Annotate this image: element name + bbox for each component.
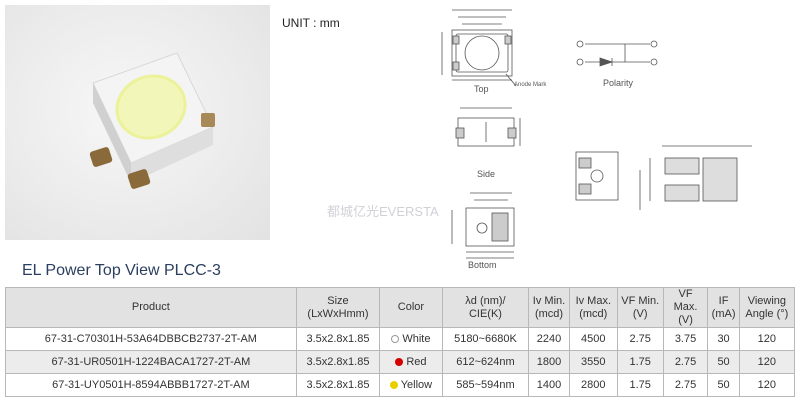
cell-product: 67-31-UR0501H-1224BACA1727-2T-AM (5, 350, 297, 374)
header-product: Product (5, 287, 297, 328)
red-dot-icon (395, 358, 404, 366)
cell-product: 67-31-C70301H-53A64DBBCB2737-2T-AM (5, 327, 297, 351)
led-package-image (89, 52, 215, 189)
cell-iv-min: 1800 (528, 350, 570, 374)
header-size: Size(LxWxHmm) (295, 287, 381, 328)
cell-if: 50 (707, 373, 740, 397)
cell-vf-max: 2.75 (662, 350, 709, 374)
cell-viewing-angle: 120 (738, 373, 796, 397)
cell-iv-max: 3550 (568, 350, 618, 374)
cell-viewing-angle: 120 (738, 350, 796, 374)
page-title: EL Power Top View PLCC-3 (22, 262, 221, 279)
white-dot-icon (391, 335, 400, 343)
bottom-view-drawing (451, 192, 515, 259)
dimension-drawings: Top Anode Mark Polarity Side (441, 9, 752, 270)
cell-vf-min: 2.75 (616, 327, 664, 351)
pad-layout-drawing (575, 145, 752, 210)
cell-vf-max: 2.75 (662, 373, 709, 397)
side-label: Side (477, 169, 495, 179)
cell-color: Yellow (379, 373, 443, 397)
header-vf-min: VF Min.(V) (616, 287, 664, 328)
cell-if: 50 (707, 350, 740, 374)
unit-label: UNIT : mm (282, 16, 340, 30)
header-color: Color (379, 287, 443, 328)
product-photo (5, 5, 270, 240)
yellow-dot-icon (389, 381, 398, 389)
spec-table: Product Size(LxWxHmm) Color λd (nm)/CIE(… (5, 287, 796, 397)
anode-mark-label: Anode Mark (514, 82, 547, 88)
side-view-drawing (455, 107, 521, 147)
header-wavelength: λd (nm)/CIE(K) (441, 287, 530, 328)
table-row: 67-31-UY0501H-8594ABBB1727-2T-AM 3.5x2.8… (5, 373, 796, 397)
cell-size: 3.5x2.8x1.85 (295, 350, 381, 374)
cell-vf-min: 1.75 (616, 350, 664, 374)
cell-color: White (379, 327, 443, 351)
header-iv-max: Iv Max.(mcd) (568, 287, 618, 328)
cell-size: 3.5x2.8x1.85 (295, 373, 381, 397)
top-label: Top (474, 84, 489, 94)
cell-wavelength: 612~624nm (441, 350, 530, 374)
cell-wavelength: 5180~6680K (441, 327, 530, 351)
header-if: IF(mA) (707, 287, 740, 328)
header-iv-min: Iv Min.(mcd) (528, 287, 570, 328)
cell-vf-max: 3.75 (662, 327, 709, 351)
cell-if: 30 (707, 327, 740, 351)
top-view-drawing (441, 9, 517, 87)
bottom-label: Bottom (468, 260, 497, 270)
cell-wavelength: 585~594nm (441, 373, 530, 397)
cell-viewing-angle: 120 (738, 327, 796, 351)
cell-vf-min: 1.75 (616, 373, 664, 397)
cell-size: 3.5x2.8x1.85 (295, 327, 381, 351)
polarity-drawing (576, 40, 658, 67)
table-header-row: Product Size(LxWxHmm) Color λd (nm)/CIE(… (5, 287, 796, 328)
cell-iv-max: 4500 (568, 327, 618, 351)
cell-color: Red (379, 350, 443, 374)
cell-product: 67-31-UY0501H-8594ABBB1727-2T-AM (5, 373, 297, 397)
table-row: 67-31-UR0501H-1224BACA1727-2T-AM 3.5x2.8… (5, 350, 796, 374)
polarity-label: Polarity (603, 78, 634, 88)
header-vf-max: VF Max.(V) (662, 287, 709, 328)
table-row: 67-31-C70301H-53A64DBBCB2737-2T-AM 3.5x2… (5, 327, 796, 351)
cell-iv-min: 2240 (528, 327, 570, 351)
cell-iv-max: 2800 (568, 373, 618, 397)
cell-iv-min: 1400 (528, 373, 570, 397)
watermark-text: 都城亿光EVERSTA (327, 204, 439, 219)
